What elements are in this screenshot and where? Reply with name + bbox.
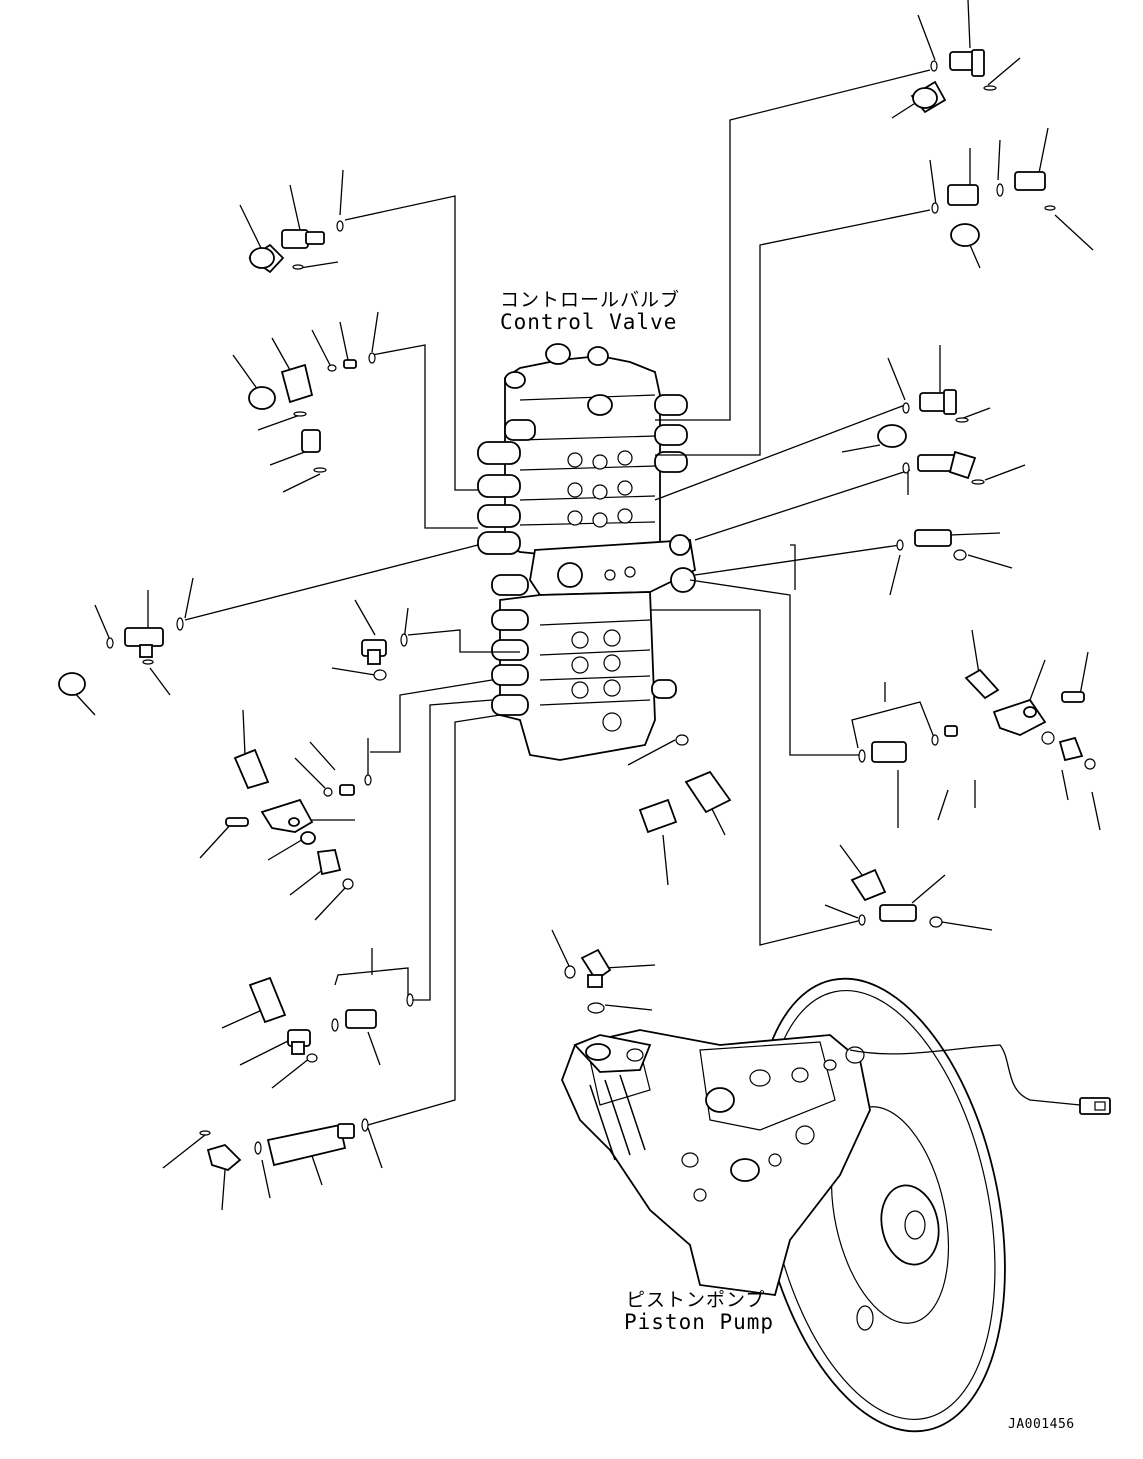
piston-pump <box>561 977 1111 1433</box>
callout-ticks <box>71 0 1101 1211</box>
leader-lines <box>184 69 931 1126</box>
control-valve-body <box>477 343 696 761</box>
control-valve-label-en: Control Valve <box>500 310 678 334</box>
fittings <box>58 49 1096 1172</box>
piston-pump-label-jp: ピストンポンプ <box>626 1289 766 1311</box>
drawing-id: JA001456 <box>1008 1417 1075 1432</box>
piston-pump-label-en: Piston Pump <box>624 1310 775 1334</box>
control-valve-label-jp: コントロールバルブ <box>500 289 681 311</box>
